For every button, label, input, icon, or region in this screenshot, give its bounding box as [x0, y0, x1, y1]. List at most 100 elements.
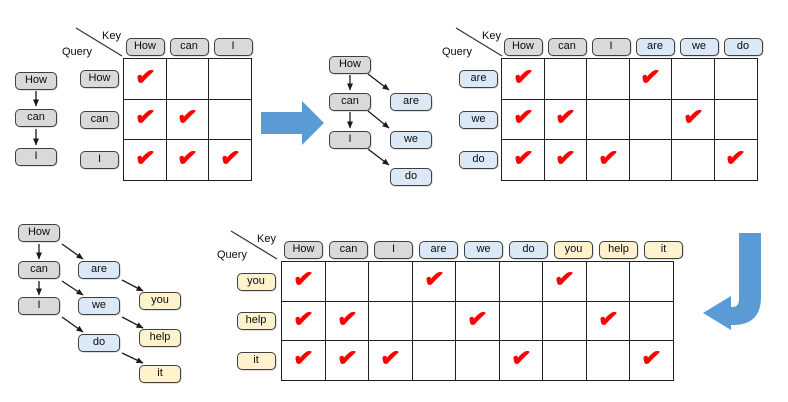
matrix-cell: ✔ [208, 139, 252, 181]
check-icon: ✔ [509, 344, 533, 373]
key-token: we [679, 38, 719, 56]
key-slot: it [641, 241, 686, 259]
query-token: we [459, 110, 498, 129]
query-slot: can [76, 110, 123, 129]
check-icon: ✔ [681, 103, 705, 132]
check-icon: ✔ [639, 62, 662, 92]
check-icon: ✔ [292, 265, 315, 294]
matrix-cell [368, 261, 413, 302]
key-slot: are [416, 241, 461, 259]
key-query-axis-labels: Key Query [62, 27, 123, 58]
chain-node: are [78, 261, 120, 279]
matrix-cell [411, 340, 457, 381]
matrix-cell: ✔ [501, 139, 545, 181]
key-token: can [329, 241, 368, 259]
matrix-cell [713, 58, 758, 100]
matrix-cell [543, 58, 588, 100]
chain-node: can [15, 109, 57, 127]
matrix-cell [585, 261, 631, 302]
matrix-cell [628, 139, 673, 181]
query-slot: do [456, 151, 501, 169]
matrix-row: are✔✔ [456, 58, 765, 100]
query-slot: you [231, 272, 281, 291]
key-token: help [599, 241, 638, 259]
matrix-cell [208, 58, 252, 100]
key-slot: I [211, 38, 255, 56]
key-slot: How [123, 38, 167, 56]
matrix-cell: ✔ [543, 139, 588, 181]
chain-node: we [78, 297, 120, 315]
matrix-cell [455, 340, 500, 381]
matrix-cell: ✔ [542, 261, 587, 302]
matrix-cell: ✔ [281, 261, 326, 302]
matrix-cell [165, 58, 210, 100]
matrix-row: can✔✔ [76, 98, 255, 141]
matrix-cell: ✔ [281, 300, 326, 342]
chain-node: can [18, 261, 60, 279]
matrix-cell [411, 300, 457, 342]
check-icon: ✔ [554, 143, 577, 173]
key-token: can [169, 38, 209, 56]
matrix-cell [671, 139, 715, 181]
matrix-row: do ✔ ✔ ✔ ✔ [456, 139, 765, 181]
key-token: I [374, 241, 413, 259]
check-icon: ✔ [335, 304, 359, 334]
matrix-cell: ✔ [671, 98, 715, 141]
query-label: Query [62, 46, 92, 58]
matrix-row: help✔✔✔✔ [231, 300, 686, 342]
key-token: you [554, 241, 593, 259]
matrix-cell [713, 98, 758, 141]
check-icon: ✔ [292, 304, 315, 334]
matrix-cell [208, 98, 252, 141]
check-icon: ✔ [379, 344, 402, 373]
chain-node: How [18, 224, 60, 242]
key-slot: you [551, 241, 596, 259]
query-token: you [236, 272, 276, 291]
key-token: I [213, 38, 253, 56]
check-icon: ✔ [511, 143, 535, 173]
key-slot: are [633, 38, 677, 56]
chain-node: we [390, 131, 432, 149]
matrix-row: I✔✔✔ [76, 139, 255, 181]
chain-node: are [390, 93, 432, 111]
matrix-row: it✔✔✔✔✔ [231, 340, 686, 381]
matrix-row: we ✔ ✔ ✔ [456, 98, 765, 141]
matrix-cell [629, 261, 674, 302]
matrix-cell: ✔ [543, 98, 588, 141]
return-arrow-icon [703, 233, 761, 330]
matrix-cell: ✔ [455, 300, 500, 342]
diagonal-divider [455, 27, 503, 57]
matrix-cell: ✔ [586, 139, 630, 181]
matrix-cell [628, 98, 673, 141]
check-icon: ✔ [511, 103, 535, 132]
query-slot: How [76, 70, 123, 88]
check-icon: ✔ [133, 143, 157, 173]
matrix-cell: ✔ [123, 98, 167, 141]
key-slot: do [721, 38, 765, 56]
check-icon: ✔ [724, 143, 747, 173]
check-icon: ✔ [292, 344, 315, 373]
chain-node: How [329, 56, 371, 74]
key-query-axis-labels: Key Query [442, 27, 503, 58]
key-token: I [591, 38, 631, 56]
key-token: can [547, 38, 587, 56]
check-icon: ✔ [511, 62, 535, 92]
query-token: can [80, 110, 119, 129]
key-slot: How [281, 241, 326, 259]
chain-node: you [139, 292, 181, 310]
matrix-row: you✔✔✔ [231, 261, 686, 302]
matrix-cell [542, 340, 587, 381]
query-token: do [459, 151, 498, 169]
key-slot: How [501, 38, 545, 56]
key-slot: help [596, 241, 641, 259]
matrix-cell [368, 300, 413, 342]
check-icon: ✔ [133, 103, 157, 132]
check-icon: ✔ [218, 143, 242, 173]
key-slot: can [167, 38, 211, 56]
matrix-row: How✔ [76, 58, 255, 100]
check-icon: ✔ [596, 143, 620, 173]
